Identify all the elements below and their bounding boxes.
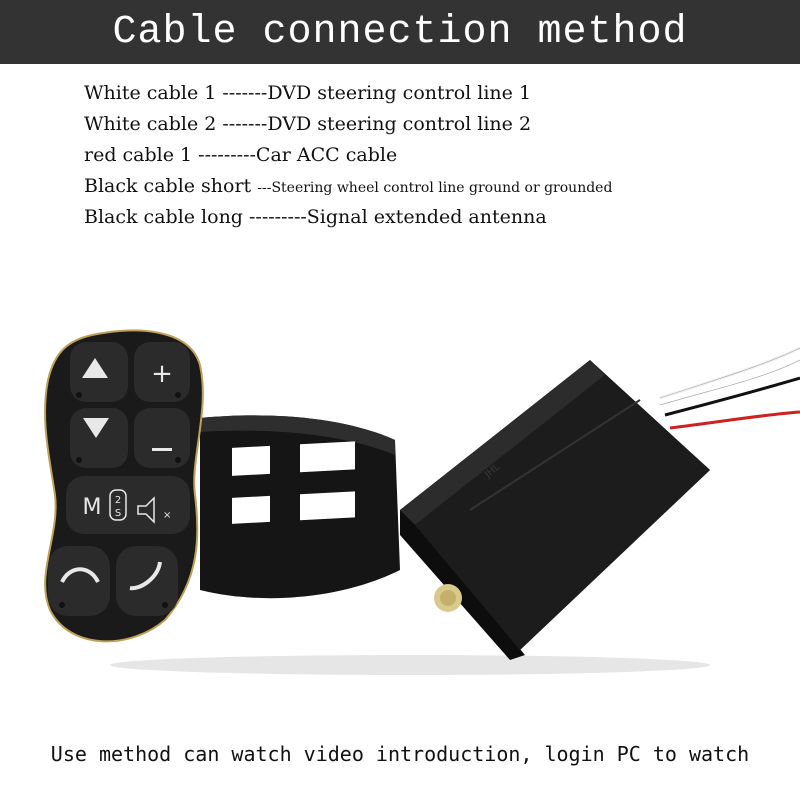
- mode-icon: M: [83, 495, 102, 520]
- wiring-instructions: White cable 1 -------DVD steering contro…: [84, 78, 784, 233]
- phone-answer-icon: [60, 567, 100, 584]
- mute-icon: [137, 496, 155, 524]
- svg-text:×: ×: [163, 510, 171, 521]
- wiring-line-white-2: White cable 2 -------DVD steering contro…: [84, 113, 532, 135]
- receiver-module: JHL: [400, 360, 710, 660]
- mounting-clamp: [200, 415, 400, 599]
- plus-button: [134, 342, 190, 402]
- wire-black: [664, 376, 800, 417]
- triangle-up-icon: [82, 358, 108, 378]
- title-banner: Cable connection method: [0, 0, 800, 64]
- wiring-line-white-1: White cable 1 -------DVD steering contro…: [84, 82, 532, 104]
- wiring-line-black-short-label: Black cable short: [84, 175, 258, 197]
- wire-red: [669, 410, 800, 430]
- down-button: [70, 408, 128, 468]
- minus-icon: [152, 448, 172, 451]
- triangle-down-icon: [83, 418, 109, 438]
- module-wires: [659, 346, 800, 430]
- footer-note: Use method can watch video introduction,…: [50, 742, 750, 766]
- mode-badge-2: 2: [115, 495, 121, 506]
- ground-shadow: [110, 655, 710, 675]
- wiring-line-black-short-desc: ---Steering wheel control line ground or…: [257, 180, 613, 196]
- plus-icon: +: [151, 359, 173, 389]
- mode-badge-s: S: [115, 508, 121, 519]
- product-photo: JHL +: [0, 320, 800, 680]
- wire-white-2: [659, 346, 800, 400]
- minus-button: [134, 408, 190, 468]
- wiring-line-red-1: red cable 1 ---------Car ACC cable: [84, 144, 398, 166]
- product-illustration: JHL +: [44, 329, 800, 675]
- steering-remote: + M 2 S ×: [44, 329, 204, 643]
- phone-end-icon: [129, 561, 162, 591]
- mode-button: [66, 476, 190, 534]
- call-answer-button: [48, 546, 110, 616]
- wiring-line-black-short: Black cable short ---Steering wheel cont…: [84, 171, 784, 202]
- wiring-line-black-long: Black cable long ---------Signal extende…: [84, 206, 547, 228]
- page-title: Cable connection method: [112, 9, 688, 55]
